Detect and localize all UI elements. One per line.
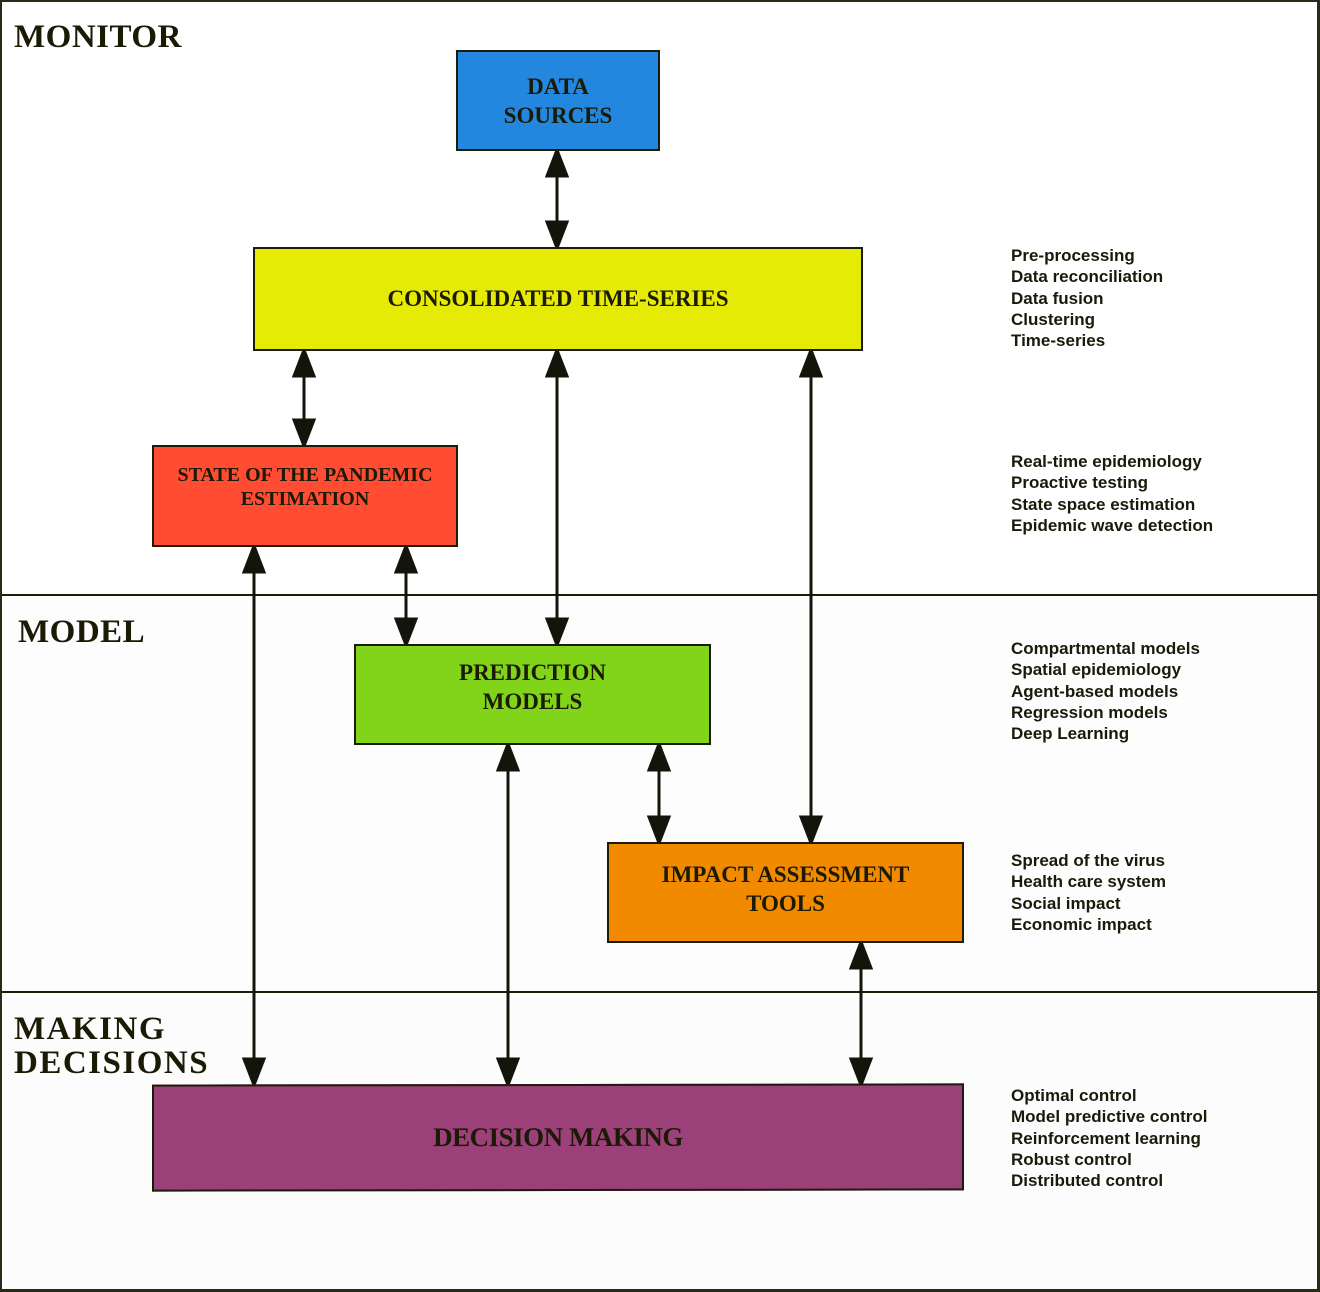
note-item: Proactive testing: [1011, 473, 1148, 493]
arrow-consolidated-prediction: [544, 345, 570, 650]
note-item: Reinforcement learning: [1011, 1128, 1201, 1148]
note-item: Deep Learning: [1011, 724, 1130, 744]
impact-assessment-box[interactable]: IMPACT ASSESSMENT TOOLS: [607, 842, 964, 943]
model-decisions-divider: [0, 991, 1320, 993]
notes-impact: Spread of the virus Health care system S…: [1011, 850, 1166, 935]
impact-assessment-label: IMPACT ASSESSMENT TOOLS: [661, 861, 910, 916]
notes-state-estimation: Real-time epidemiology Proactive testing…: [1011, 451, 1213, 536]
note-item: Clustering: [1011, 309, 1096, 329]
state-estimation-box[interactable]: STATE OF THE PANDEMIC ESTIMATION: [152, 445, 458, 547]
data-sources-box[interactable]: DATA SOURCES: [456, 50, 660, 151]
note-item: Economic impact: [1011, 914, 1152, 934]
note-item: Health care system: [1011, 872, 1166, 892]
note-item: Regression models: [1011, 702, 1168, 722]
note-item: Social impact: [1011, 893, 1121, 913]
note-item: Compartmental models: [1011, 639, 1200, 658]
note-item: Agent-based models: [1011, 681, 1179, 701]
monitor-model-divider: [0, 594, 1320, 596]
note-item: Robust control: [1011, 1149, 1132, 1169]
section-title-model: MODEL: [18, 614, 146, 650]
notes-consolidated: Pre-processing Data reconciliation Data …: [1011, 245, 1163, 351]
note-item: Optimal control: [1011, 1086, 1137, 1105]
consolidated-time-series-box[interactable]: CONSOLIDATED TIME-SERIES: [253, 247, 863, 351]
arrow-prediction-impact: [646, 739, 672, 848]
note-item: Data reconciliation: [1011, 267, 1164, 287]
state-estimation-label: STATE OF THE PANDEMIC ESTIMATION: [177, 464, 433, 510]
note-item: Epidemic wave detection: [1011, 515, 1214, 535]
note-item: Pre-processing: [1011, 246, 1135, 265]
note-item: Model predictive control: [1011, 1107, 1208, 1127]
prediction-models-label: PREDICTION MODELS: [459, 659, 606, 714]
arrow-consolidated-state-estimation: [291, 345, 317, 451]
note-item: State space estimation: [1011, 494, 1196, 514]
section-title-monitor: MONITOR: [14, 19, 182, 55]
notes-prediction: Compartmental models Spatial epidemiolog…: [1011, 638, 1200, 744]
decision-making-label: DECISION MAKING: [433, 1121, 683, 1153]
note-item: Spatial epidemiology: [1011, 660, 1182, 680]
section-title-making-decisions: MAKING DECISIONS: [14, 1011, 210, 1081]
note-item: Time-series: [1011, 331, 1106, 351]
arrow-prediction-decision: [495, 739, 521, 1090]
note-item: Distributed control: [1011, 1171, 1164, 1191]
arrow-state-estimation-decision: [241, 541, 267, 1090]
decision-making-box[interactable]: DECISION MAKING: [152, 1083, 964, 1192]
note-item: Data fusion: [1011, 288, 1104, 308]
arrow-impact-decision: [848, 937, 874, 1090]
notes-decision: Optimal control Model predictive control…: [1011, 1085, 1207, 1191]
prediction-models-box[interactable]: PREDICTION MODELS: [354, 644, 711, 745]
arrow-data-sources-consolidated: [544, 145, 570, 253]
data-sources-label: DATA SOURCES: [503, 73, 613, 128]
note-item: Real-time epidemiology: [1011, 452, 1202, 471]
note-item: Spread of the virus: [1011, 851, 1165, 870]
arrow-state-estimation-prediction: [393, 541, 419, 650]
consolidated-time-series-label: CONSOLIDATED TIME-SERIES: [387, 286, 729, 311]
arrow-consolidated-impact: [798, 345, 824, 848]
